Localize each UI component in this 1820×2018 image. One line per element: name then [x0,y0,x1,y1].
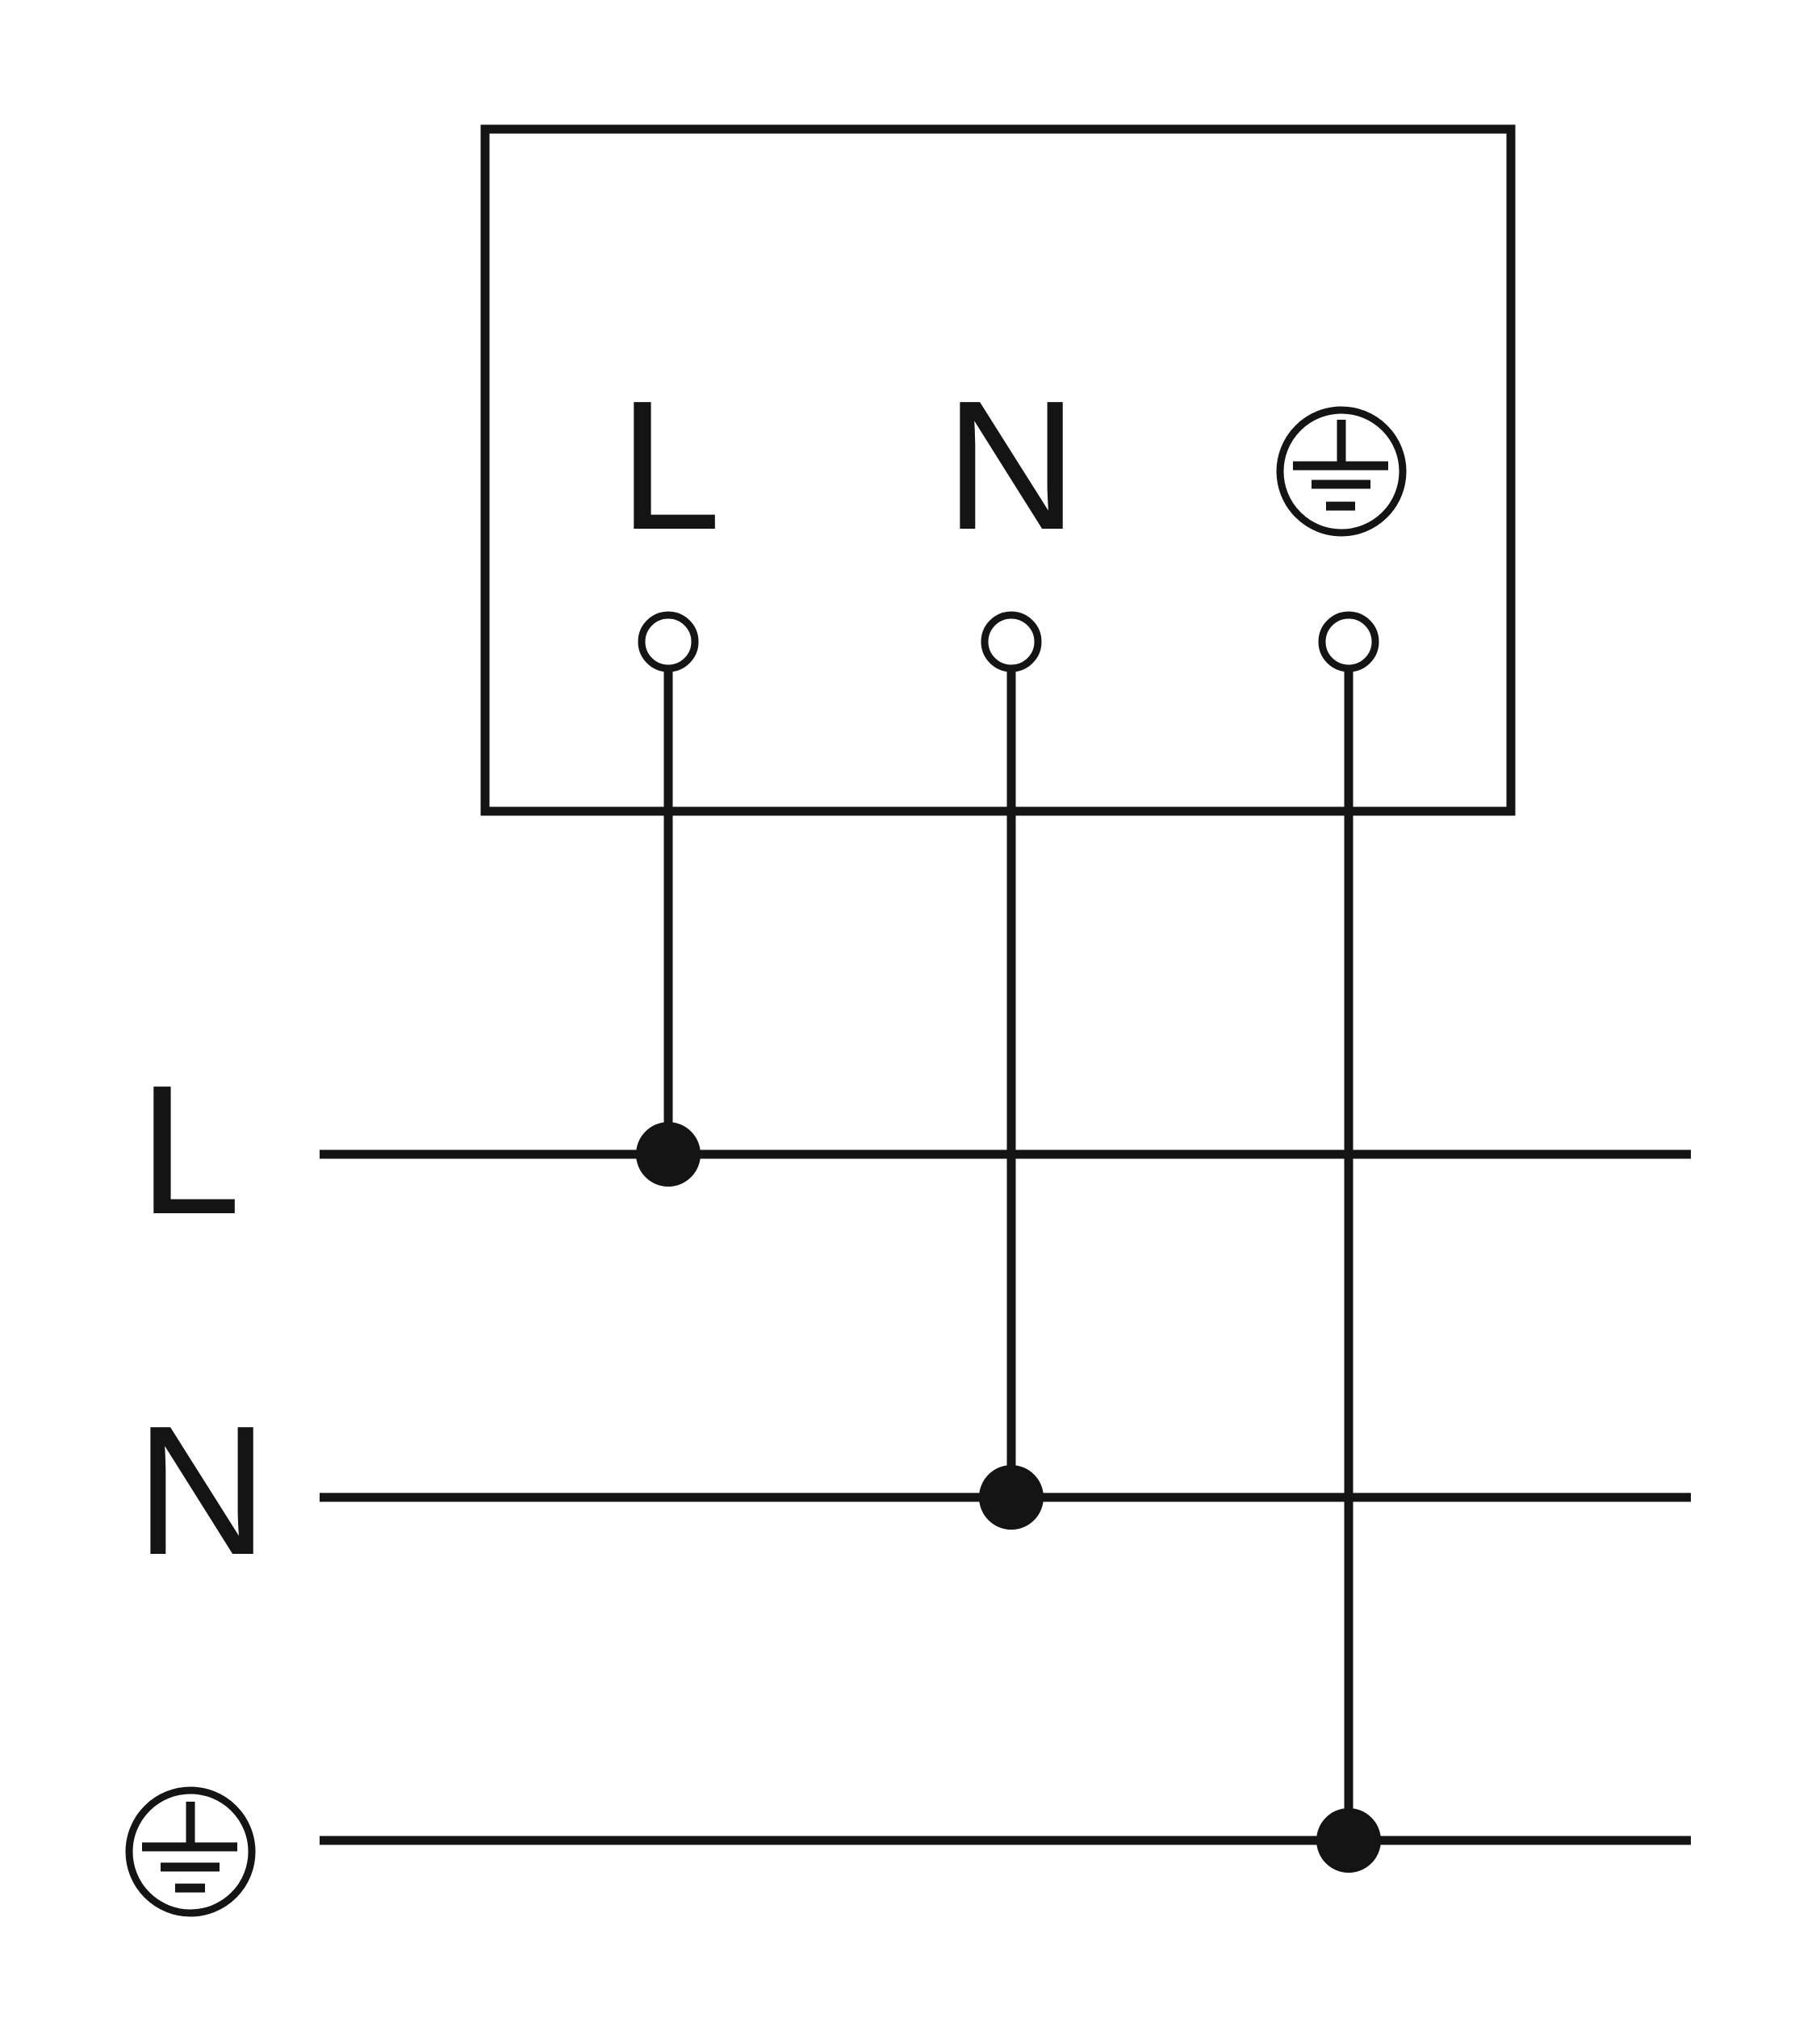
device-box [480,124,1516,816]
device-terminal-label-n: N [945,363,1078,568]
junction-dot-n [979,1465,1044,1530]
device-terminal-l [638,611,699,672]
bus-label-l: L [139,1048,241,1253]
junction-dot-pe [1316,1808,1381,1873]
bus-protective-earth-icon [125,1786,256,1917]
device-terminal-n [981,611,1042,672]
device-terminal-pe [1318,611,1379,672]
bus-label-n: N [136,1388,269,1593]
device-protective-earth-icon [1276,406,1407,537]
device-terminal-label-l: L [619,363,722,568]
junction-dot-l [636,1122,701,1187]
